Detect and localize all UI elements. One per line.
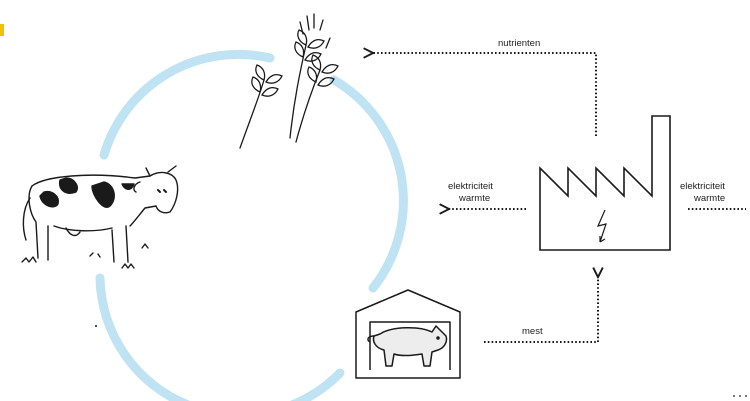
flow-nutrients (372, 53, 596, 136)
heat-label-left: warmte (459, 193, 490, 204)
cow-icon (22, 166, 178, 268)
electricity-label-right: elektriciteit (680, 181, 725, 192)
manure-label: mest (522, 326, 543, 337)
cycle-ring (100, 54, 403, 401)
wheat-icon (240, 14, 338, 148)
lightning-icon (598, 210, 606, 242)
heat-label-right: warmte (694, 193, 725, 204)
pig-barn-icon (356, 290, 460, 378)
nutrients-label: nutrienten (498, 38, 540, 49)
factory-icon (540, 116, 670, 250)
electricity-label-left: elektriciteit (448, 181, 493, 192)
